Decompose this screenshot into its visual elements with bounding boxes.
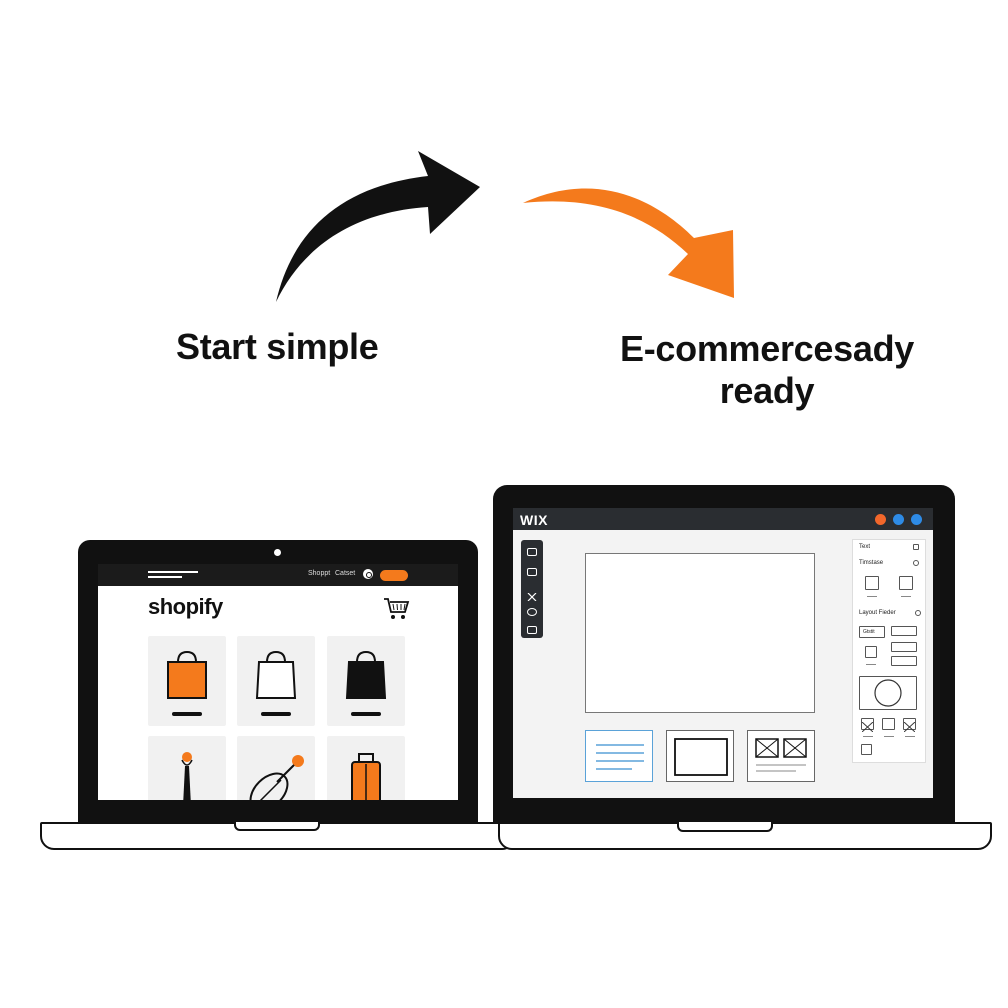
panel-style-button-label: Gtstit	[863, 629, 875, 635]
image-block-thumbnail[interactable]	[666, 730, 734, 782]
image-placeholder-icon[interactable]	[903, 718, 916, 733]
product-card[interactable]	[237, 736, 315, 800]
shopping-bag-orange-icon	[167, 650, 207, 699]
webcam-dot	[274, 549, 281, 556]
wix-left-toolbar	[521, 540, 543, 638]
settings-dot-icon[interactable]	[911, 514, 922, 525]
caption-start-simple: Start simple	[176, 326, 379, 367]
text-lines-icon	[596, 744, 644, 770]
panel-swatch[interactable]	[861, 744, 872, 755]
product-card[interactable]	[148, 736, 226, 800]
panel-caption-line	[863, 736, 873, 737]
panel-layout-label: Layout Fieder	[859, 610, 896, 616]
panel-input[interactable]	[891, 642, 917, 652]
lock-icon[interactable]	[527, 626, 537, 634]
search-icon[interactable]	[363, 569, 373, 579]
panel-settings-icon[interactable]	[915, 610, 921, 616]
panel-caption-line	[905, 736, 915, 737]
product-card[interactable]	[237, 636, 315, 726]
menu-icon[interactable]	[148, 571, 198, 580]
panel-swatch[interactable]	[865, 576, 879, 590]
close-icon[interactable]	[527, 588, 537, 602]
wix-page-canvas[interactable]	[585, 553, 815, 713]
figure-product-icon	[181, 752, 193, 800]
shopify-navbar: Shoppt Catset	[98, 564, 458, 586]
panel-input[interactable]	[891, 656, 917, 666]
panel-swatch[interactable]	[899, 576, 913, 590]
caption-ecommerce-line2: ready	[719, 370, 815, 411]
circle-shape-icon	[874, 679, 902, 707]
panel-settings-icon[interactable]	[913, 560, 919, 566]
panel-text-label: Text	[859, 544, 871, 550]
image-frame-icon	[674, 738, 728, 776]
luggage-product-icon	[351, 753, 381, 800]
nav-link-shop[interactable]: Shoppt	[308, 570, 331, 577]
gallery-block-thumbnail[interactable]	[747, 730, 815, 782]
add-element-icon[interactable]	[527, 548, 537, 556]
panel-input[interactable]	[891, 626, 917, 636]
preview-dot-icon[interactable]	[893, 514, 904, 525]
panel-swatch[interactable]	[865, 646, 877, 658]
product-card[interactable]	[148, 636, 226, 726]
panel-collapse-icon[interactable]	[913, 544, 919, 550]
menu-line	[148, 576, 182, 578]
panel-caption-line	[884, 736, 894, 737]
panel-swatch[interactable]	[882, 718, 895, 730]
laptop-right-notch	[677, 822, 773, 832]
product-card[interactable]	[327, 636, 405, 726]
wix-logo: WIX	[520, 512, 548, 528]
product-card[interactable]	[327, 736, 405, 800]
panel-caption-line	[901, 596, 911, 597]
image-placeholder-icon	[755, 738, 807, 772]
panel-image-preview[interactable]	[859, 676, 917, 710]
panel-style-button[interactable]: Gtstit	[859, 626, 885, 638]
caption-ecommerce-line1: E-commercesady	[620, 328, 914, 369]
panel-caption-line	[867, 596, 877, 597]
caption-ecommerce-ready: E-commercesady ready	[612, 328, 922, 412]
shopify-screen: Shoppt Catset shopify	[98, 564, 458, 800]
nav-link-cart[interactable]: Catset	[335, 570, 356, 577]
wix-topbar: WIX	[513, 508, 933, 530]
product-price-bar	[172, 712, 202, 716]
curved-arrow-black-icon	[276, 151, 480, 302]
product-price-bar	[351, 712, 381, 716]
panel-caption-line	[866, 664, 876, 665]
image-placeholder-icon[interactable]	[861, 718, 874, 733]
laptop-left-notch	[234, 822, 320, 831]
shopify-logo: shopify	[148, 594, 223, 619]
wix-canvas-area: Text Timstase Layout Fieder Gtstit	[513, 530, 933, 798]
wix-right-panel: Text Timstase Layout Fieder Gtstit	[852, 539, 926, 763]
refresh-icon[interactable]	[527, 608, 537, 616]
wix-editor-screen: WIX	[513, 508, 933, 798]
pages-icon[interactable]	[527, 568, 537, 576]
publish-dot-icon[interactable]	[875, 514, 886, 525]
panel-section-label: Timstase	[859, 560, 884, 566]
shopping-bag-black-icon	[345, 650, 387, 699]
product-price-bar	[261, 712, 291, 716]
shopping-bag-outline-icon	[255, 650, 297, 699]
racket-product-icon	[249, 755, 304, 800]
menu-line	[148, 571, 198, 573]
curved-arrow-orange-icon	[523, 188, 734, 298]
text-block-thumbnail[interactable]	[585, 730, 653, 782]
shopping-cart-icon[interactable]	[382, 596, 410, 622]
nav-cta-button[interactable]	[380, 570, 408, 581]
